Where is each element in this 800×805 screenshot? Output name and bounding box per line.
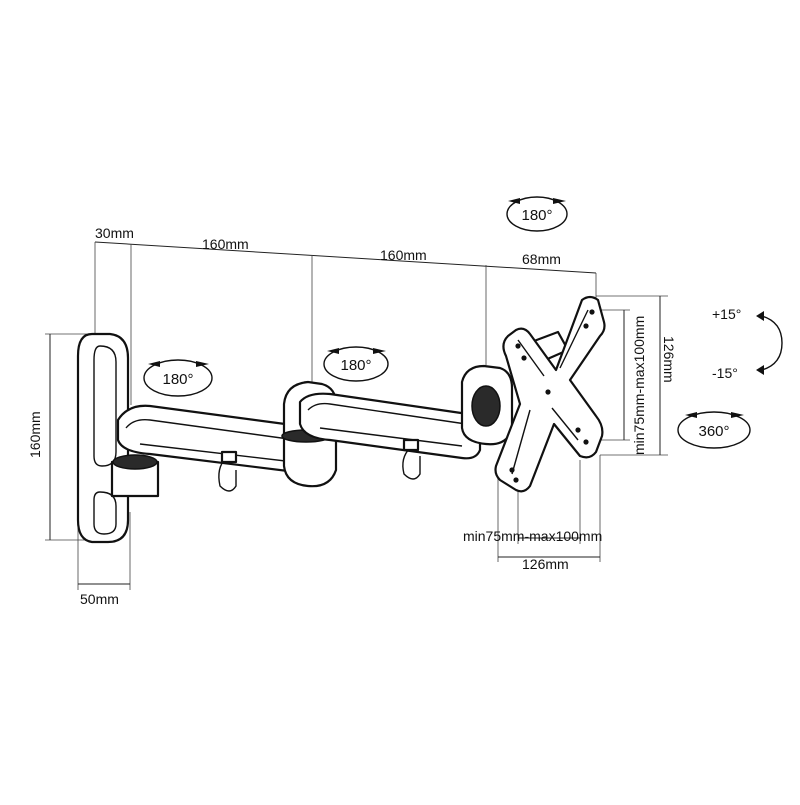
rotation-head-label: 360° [698, 423, 729, 440]
tilt-down-label: -15° [712, 365, 738, 381]
dim-plate-width: 50mm [80, 591, 119, 607]
dimension-labels: 30mm 160mm 160mm 68mm 160mm 50mm min75mm… [27, 225, 677, 607]
rotation-arm2-label: 180° [340, 357, 371, 374]
tilt-indicator: +15° -15° [712, 306, 783, 381]
dim-plate-height: 160mm [27, 411, 43, 458]
dim-wall-offset: 30mm [95, 225, 134, 241]
rotation-arm1: 180° [143, 359, 213, 397]
rotation-arm2: 180° [323, 346, 389, 382]
rotation-top-label: 180° [521, 207, 552, 224]
rotation-arm1-label: 180° [162, 371, 193, 388]
first-arm [110, 404, 314, 498]
dim-arm2-length: 160mm [380, 247, 427, 263]
dim-vesa-range-horizontal: min75mm-max100mm [463, 528, 602, 544]
second-arm [281, 380, 482, 488]
dim-head-depth: 68mm [522, 251, 561, 267]
rotation-head: 360° [677, 411, 751, 449]
dim-vesa-plate-width: 126mm [522, 556, 569, 572]
dim-vesa-range-vertical: min75mm-max100mm [631, 316, 647, 455]
tilt-up-label: +15° [712, 306, 741, 322]
dimension-lines [45, 241, 668, 590]
rotation-top: 180° [506, 196, 568, 232]
dim-arm1-length: 160mm [202, 236, 249, 252]
dim-vesa-plate-height: 126mm [661, 336, 677, 383]
vesa-plate [494, 295, 606, 493]
